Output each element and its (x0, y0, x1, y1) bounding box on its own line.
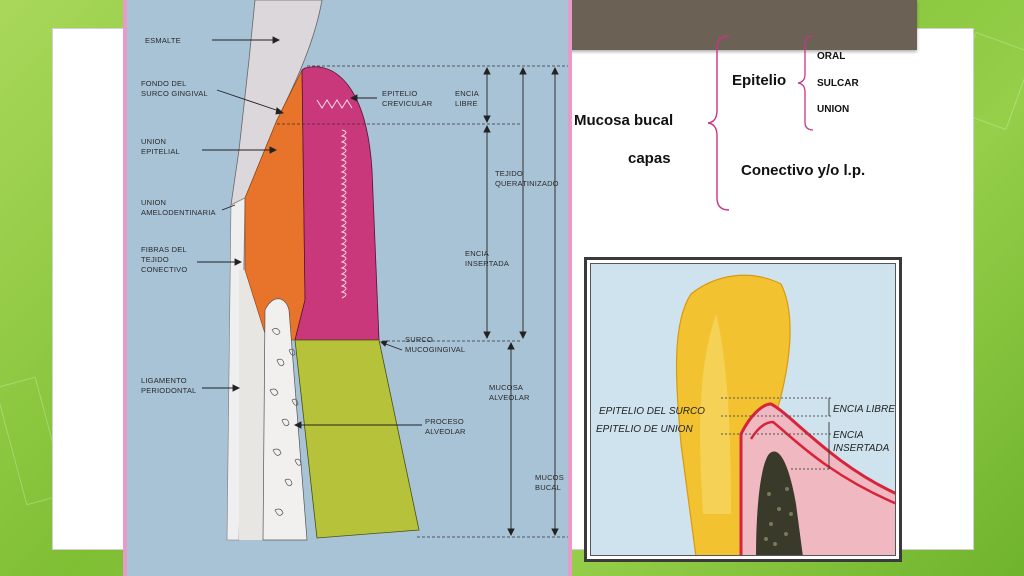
label-ligamento-2: PERIODONTAL (141, 386, 196, 395)
label-fondo-surco-2: SURCO GINGIVAL (141, 89, 208, 98)
outline-epitelio: Epitelio (732, 72, 787, 89)
label-union-amelodentinaria: UNION (141, 198, 166, 207)
outline-capas: capas (628, 150, 671, 167)
label-encia-libre: ENCIA (455, 89, 479, 98)
label-surco-mucogingival: SURCO (405, 335, 433, 344)
label-tejido-queratinizado: TEJIDO (495, 169, 523, 178)
label-proceso-alveolar: PROCESO (425, 417, 464, 426)
big-brace-icon (707, 35, 730, 211)
outline-union: UNION (817, 104, 850, 115)
label-mucosa-alveolar: MUCOSA (489, 383, 523, 392)
label-union-epitelial-2: EPITELIAL (141, 147, 180, 156)
label-encia-insertada-right-2: INSERTADA (833, 443, 890, 454)
label-proceso-alveolar-2: ALVEOLAR (425, 427, 466, 436)
tooth-gum-photo: EPITELIO DEL SURCO EPITELIO DE UNION ENC… (584, 257, 902, 562)
label-encia-insertada-right: ENCIA (833, 430, 864, 441)
outline-conectivo: Conectivo y/o l.p. (741, 162, 866, 179)
label-ligamento: LIGAMENTO (141, 376, 187, 385)
title-bar (560, 0, 917, 50)
label-mucosa-alveolar-2: ALVEOLAR (489, 393, 530, 402)
label-union-epitelial: UNION (141, 137, 166, 146)
gingiva-diagram: ESMALTE FONDO DEL SURCO GINGIVAL UNION E… (127, 0, 568, 576)
gingiva-diagram-photo: ESMALTE FONDO DEL SURCO GINGIVAL UNION E… (123, 0, 572, 576)
label-surco-mucogingival-2: MUCOGINGIVAL (405, 345, 465, 354)
label-fibras: FIBRAS DEL (141, 245, 187, 254)
label-epitelio-crevicular: EPITELIO (382, 89, 417, 98)
label-mucosa-bucal: MUCOS (535, 473, 564, 482)
label-epitelio-surco: EPITELIO DEL SURCO (599, 406, 705, 417)
label-mucosa-bucal-2: BUCAL (535, 483, 561, 492)
label-encia-insertada: ENCIA (465, 249, 489, 258)
label-tejido-queratinizado-2: QUERATINIZADO (495, 179, 559, 188)
outline-mucosa-bucal: Mucosa bucal (574, 112, 674, 129)
outline-oral: ORAL (817, 51, 846, 62)
label-epitelio-union: EPITELIO DE UNION (596, 424, 693, 435)
small-brace-icon (797, 35, 814, 131)
label-union-amelodentinaria-2: AMELODENTINARIA (141, 208, 216, 217)
label-encia-insertada-2: INSERTADA (465, 259, 509, 268)
label-esmalte: ESMALTE (145, 36, 181, 45)
tooth-gum-diagram: EPITELIO DEL SURCO EPITELIO DE UNION ENC… (591, 264, 895, 555)
outline-sulcar: SULCAR (817, 78, 859, 89)
label-encia-libre-right: ENCIA LIBRE (833, 404, 895, 415)
label-fondo-surco: FONDO DEL (141, 79, 187, 88)
label-fibras-3: CONECTIVO (141, 265, 187, 274)
label-fibras-2: TEJIDO (141, 255, 169, 264)
label-encia-libre-2: LIBRE (455, 99, 478, 108)
label-epitelio-crevicular-2: CREVICULAR (382, 99, 433, 108)
